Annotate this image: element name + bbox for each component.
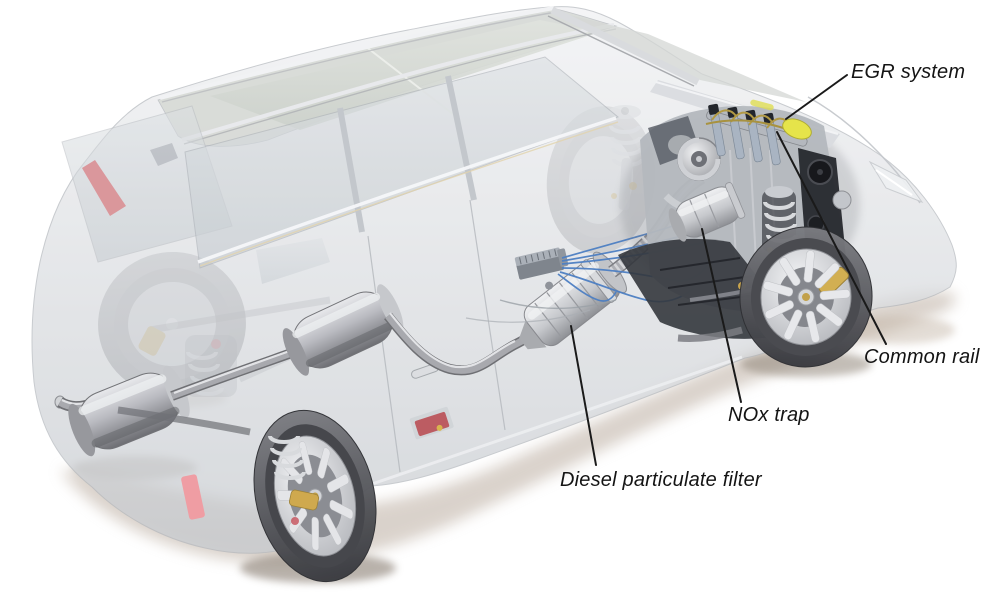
roof-rail-left (159, 6, 555, 100)
rear-quarter-window (256, 238, 330, 284)
callout-line-nox-trap (701, 228, 742, 403)
b-pillar (337, 107, 365, 233)
label-dpf: Diesel particulate filter (560, 469, 762, 491)
turbocharger (668, 135, 721, 181)
callout-line-dpf (570, 325, 597, 466)
roof-rail-left-shadow (161, 11, 557, 103)
side-windows (184, 56, 619, 269)
label-common-rail: Common rail (864, 346, 980, 368)
ecu-connector (514, 247, 569, 280)
door-seam-rear (367, 235, 401, 473)
nox-trap-canister (668, 182, 746, 242)
beltline-highlight (197, 116, 617, 264)
door-seam-front (469, 199, 506, 431)
a-pillar-groove (547, 15, 695, 87)
jack-point-bracket (409, 406, 454, 440)
beltline-warm-highlight (199, 121, 619, 267)
windshield (556, 12, 806, 102)
rear-reflector (181, 474, 205, 520)
roof-rail-right (181, 23, 615, 142)
rocker-highlight (371, 355, 743, 486)
label-egr-system: EGR system (851, 61, 966, 83)
egr-valve-yellow (750, 99, 812, 140)
a-pillar (550, 6, 700, 86)
callout-lines (570, 74, 887, 466)
callout-line-egr (785, 74, 848, 120)
wiring-harness-grey (465, 299, 617, 323)
front-wheel (739, 226, 873, 368)
c-pillar (445, 75, 477, 201)
tail-lamp (82, 160, 126, 216)
headlight (868, 160, 924, 204)
callout-line-common-rail (776, 131, 887, 345)
rear-suspension-near (117, 406, 320, 525)
label-nox-trap: NOx trap (728, 404, 810, 426)
fuel-lines-gold (705, 109, 801, 135)
roof-rail-right-shadow (183, 28, 617, 145)
dpf-canister (519, 251, 627, 350)
mid-pipe (170, 345, 302, 401)
